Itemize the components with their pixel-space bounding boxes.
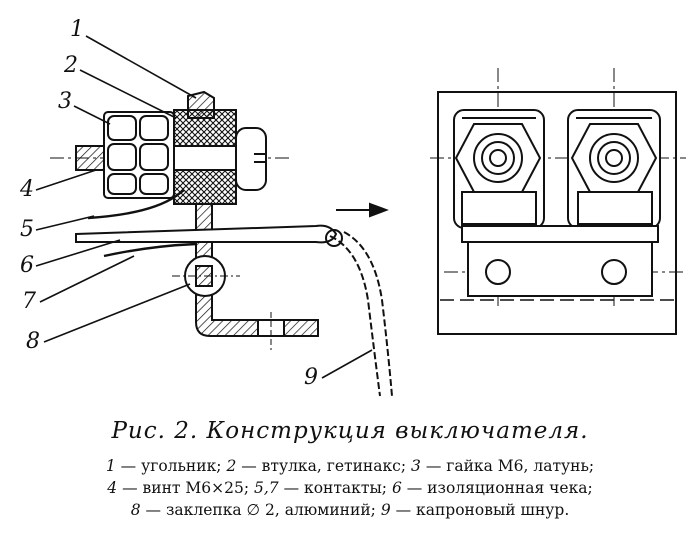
screw-shank (75, 145, 107, 171)
front-hole-right (601, 259, 627, 285)
label-9: 9 (304, 365, 318, 390)
legend-item-number: 5,7 (254, 479, 279, 497)
legend-item-number: 9 (380, 501, 391, 519)
contact-upper (87, 189, 185, 220)
nylon-cord (329, 231, 393, 397)
legend-item-text: — изоляционная чека; (401, 479, 593, 497)
legend-item-text: — гайка М6, латунь; (420, 457, 595, 475)
side-view (35, 35, 393, 397)
legend-item-number: 4 (107, 479, 118, 497)
label-8: 8 (26, 329, 40, 354)
legend-item-text: — капроновый шнур. (390, 501, 570, 519)
angle-top (187, 90, 215, 119)
legend-line: 1 — угольник; 2 — втулка, гетинакс; 3 — … (0, 455, 700, 477)
label-2: 2 (63, 53, 78, 78)
legend-item-number: 2 (226, 457, 237, 475)
legend-item-text: — контакты; (278, 479, 392, 497)
front-bar (467, 241, 653, 297)
hex-nut (103, 111, 175, 199)
legend-item-number: 6 (391, 479, 402, 497)
legend-line: 4 — винт М6×25; 5,7 — контакты; 6 — изол… (0, 477, 700, 499)
legend-item-number: 3 (411, 457, 421, 475)
insulating-pin (75, 224, 338, 244)
legend-item-text: — угольник; (115, 457, 227, 475)
label-4: 4 (19, 177, 34, 202)
label-1: 1 (70, 17, 84, 42)
legend-line: 8 — заклепка ∅ 2, алюминий; 9 — капронов… (0, 499, 700, 521)
front-bar-top (461, 225, 659, 243)
legend-item-text: — втулка, гетинакс; (236, 457, 412, 475)
front-nut-right (567, 109, 661, 229)
label-7: 7 (22, 289, 36, 314)
label-6: 6 (20, 253, 34, 278)
front-hole-left (485, 259, 511, 285)
front-plate (437, 91, 677, 335)
figure-caption-title: Рис. 2. Конструкция выключателя. (111, 418, 589, 444)
label-5: 5 (20, 217, 34, 242)
front-view (430, 68, 686, 335)
front-nut-left (453, 109, 545, 229)
figure-legend: 1 — угольник; 2 — втулка, гетинакс; 3 — … (0, 455, 700, 521)
legend-item-number: 8 (130, 501, 141, 519)
screw-head (235, 127, 267, 191)
legend-item-number: 1 (105, 457, 116, 475)
legend-item-text: — заклепка ∅ 2, алюминий; (140, 501, 381, 519)
contact-lower (103, 242, 197, 258)
switch-construction-drawing: 1 2 3 4 5 6 7 8 9 (19, 17, 686, 397)
legend-item-text: — винт М6×25; (117, 479, 254, 497)
label-3: 3 (58, 89, 72, 114)
